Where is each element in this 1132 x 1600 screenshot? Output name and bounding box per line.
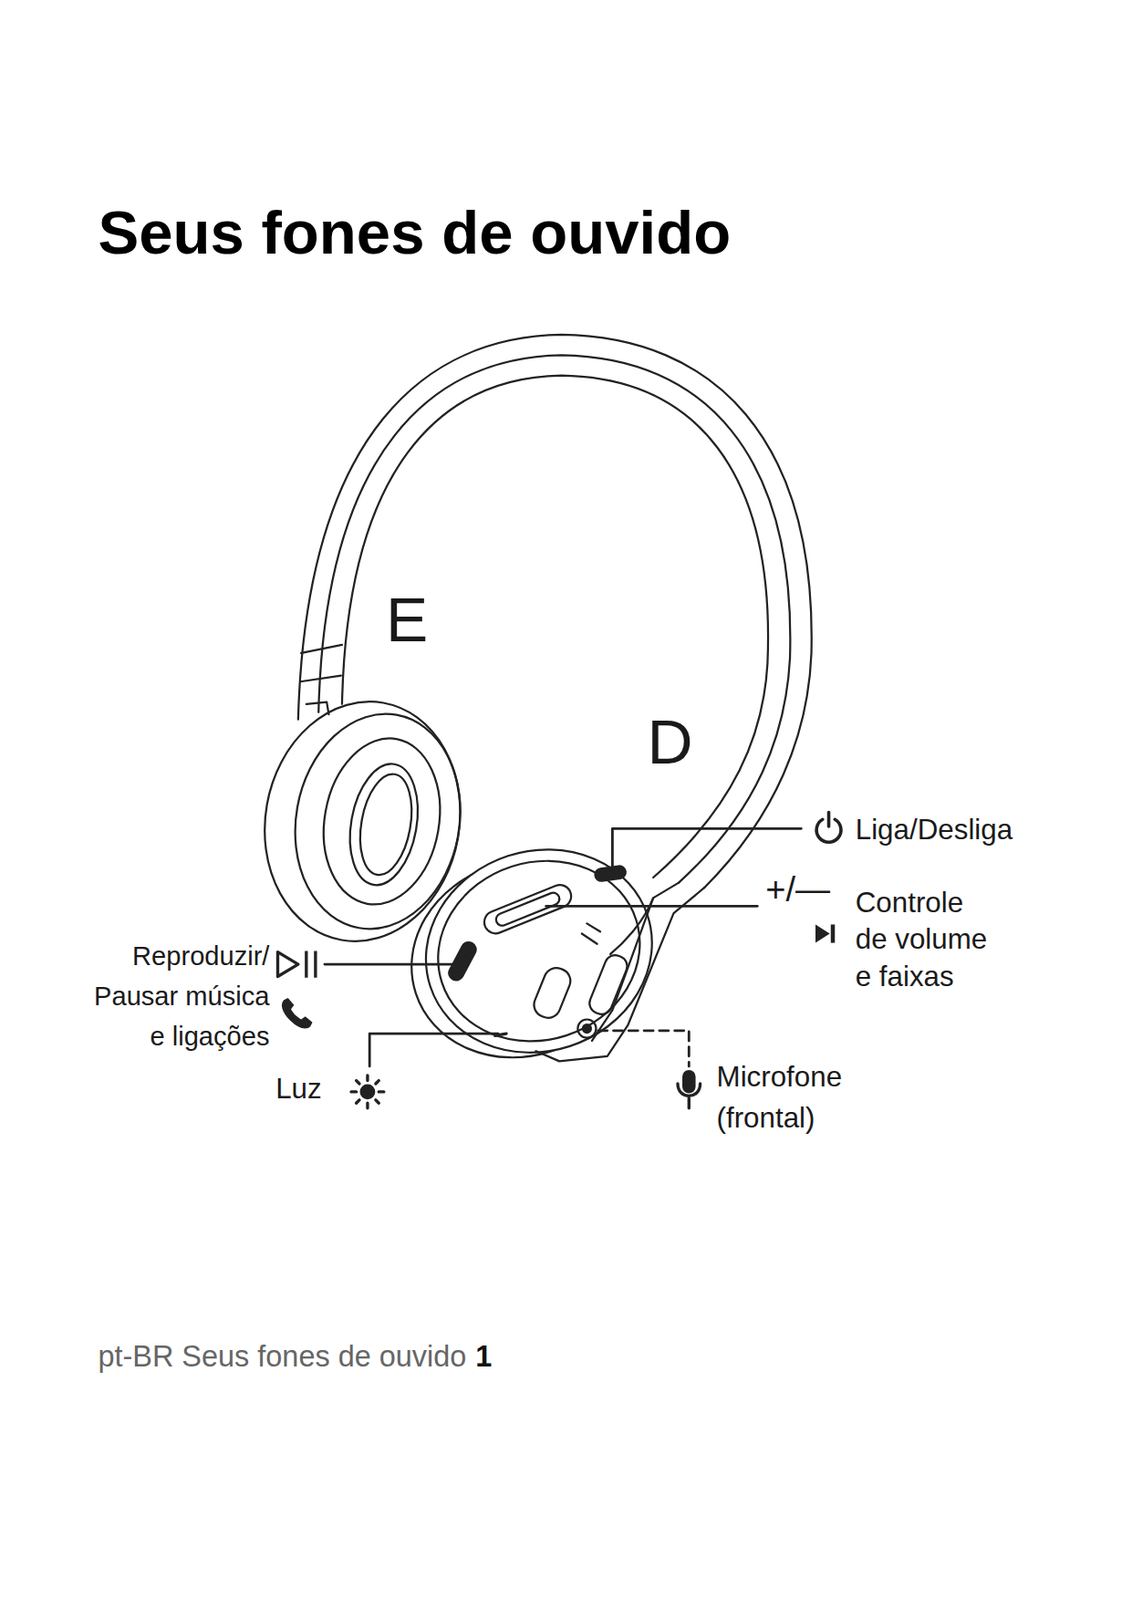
part-label: Reproduzir/ Pausar música e ligações — [75, 936, 271, 1057]
leader-lines — [324, 828, 801, 1067]
page-number: 1 — [475, 1339, 492, 1375]
side-letter: D — [646, 704, 693, 780]
power-icon — [816, 811, 842, 842]
part-label: Controle de volume e faixas — [855, 884, 994, 996]
part-label: Luz — [275, 1071, 322, 1107]
symbol-label: +/— — [765, 869, 831, 912]
footer-text: pt-BR Seus fones de ouvido — [97, 1339, 467, 1375]
page-title: Seus fones de ouvido — [97, 196, 731, 271]
phone-icon — [281, 997, 313, 1029]
part-label: Microfone (frontal) — [716, 1057, 855, 1140]
skip-icon — [815, 924, 835, 943]
play-pause-icon — [277, 951, 315, 978]
part-label: Liga/Desliga — [855, 812, 1013, 848]
microphone-icon — [677, 1071, 701, 1109]
right-ear-cup — [385, 820, 705, 1086]
light-icon — [351, 1075, 385, 1109]
headband — [298, 334, 812, 888]
side-letter: E — [385, 581, 428, 658]
